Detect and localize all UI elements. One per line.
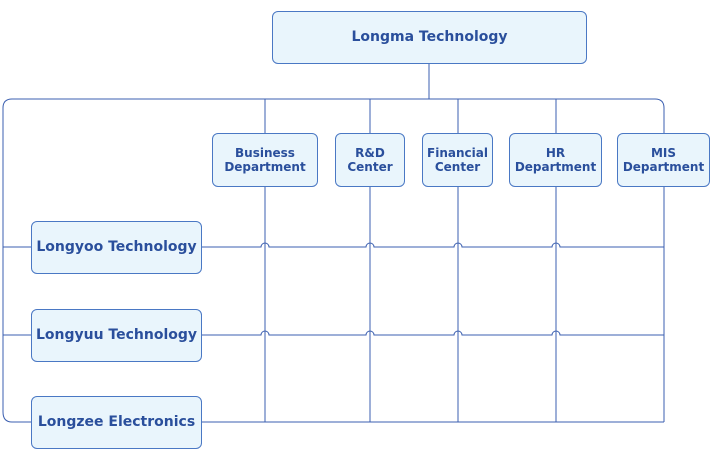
dept-label-line1: Financial <box>427 145 488 160</box>
subsidiary-longyoo: Longyoo Technology <box>31 221 202 274</box>
dept-mis: MIS Department <box>617 133 710 187</box>
dept-label-line1: MIS <box>650 145 677 160</box>
dept-label-line1: Business <box>235 145 295 160</box>
subsidiary-longyuu: Longyuu Technology <box>31 309 202 362</box>
dept-label-line2: Department <box>514 160 597 174</box>
dept-label-line2: Department <box>622 160 705 174</box>
dept-label-line2: Center <box>347 160 393 174</box>
subsidiary-label: Longyoo Technology <box>36 239 197 256</box>
subsidiary-longzee: Longzee Electronics <box>31 396 202 449</box>
org-root-label: Longma Technology <box>351 29 508 46</box>
dept-hr: HR Department <box>509 133 602 187</box>
dept-label-line1: R&D <box>355 145 385 160</box>
dept-rd-center: R&D Center <box>335 133 405 187</box>
dept-label-line2: Center <box>434 160 481 174</box>
dept-label-line2: Department <box>224 160 306 174</box>
dept-financial-center: Financial Center <box>422 133 493 187</box>
subsidiary-label: Longzee Electronics <box>37 414 196 431</box>
dept-label-line1: HR <box>545 145 566 160</box>
org-root-node: Longma Technology <box>272 11 587 64</box>
subsidiary-label: Longyuu Technology <box>35 327 198 344</box>
dept-business: Business Department <box>212 133 318 187</box>
